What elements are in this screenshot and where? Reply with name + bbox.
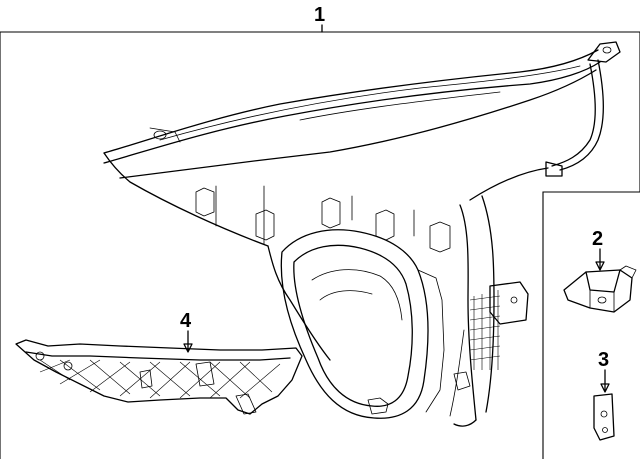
callout-1-label: 1 (314, 4, 325, 26)
callout-3-label: 3 (598, 349, 609, 371)
callout-2-arrow (595, 261, 605, 271)
callout-3-arrow (600, 383, 610, 393)
callout-2[interactable]: 2 (592, 228, 605, 271)
mounting-bracket-2[interactable] (563, 265, 637, 313)
callout-3[interactable]: 3 (598, 349, 610, 393)
mounting-bracket-3[interactable] (593, 393, 615, 441)
headlamp-assembly[interactable] (103, 41, 621, 427)
callout-1[interactable]: 1 (314, 4, 325, 33)
callout-2-label: 2 (592, 228, 603, 250)
assembly-frame (0, 31, 640, 459)
callout-4-label: 4 (180, 310, 192, 332)
bumper-bracket[interactable] (15, 339, 303, 415)
callout-4[interactable]: 4 (180, 310, 193, 353)
